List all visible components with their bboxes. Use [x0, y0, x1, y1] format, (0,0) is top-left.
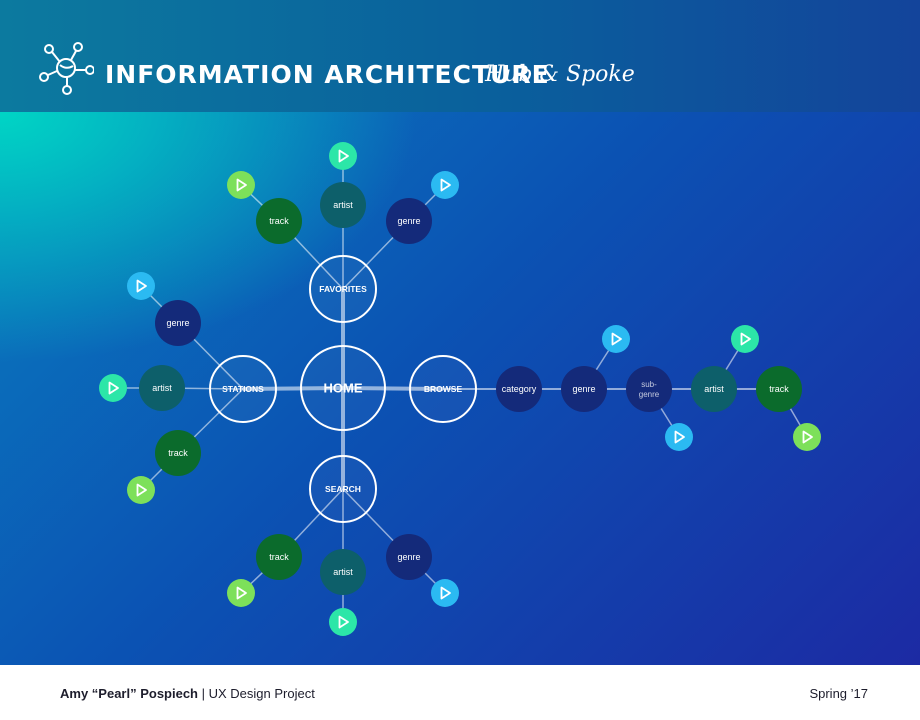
favorites-track-node[interactable]	[256, 198, 302, 244]
footer-term: Spring ’17	[809, 686, 868, 701]
stations-label: STATIONS	[222, 384, 264, 394]
browse-category-label: category	[502, 384, 537, 394]
search-artist-label: artist	[333, 567, 353, 577]
play-icon[interactable]	[665, 423, 693, 451]
favorites-label: FAVORITES	[319, 284, 367, 294]
favorites-genre-node[interactable]	[386, 198, 432, 244]
hub-spoke-line	[342, 386, 444, 391]
search-artist-node[interactable]	[320, 549, 366, 595]
search-node[interactable]	[309, 455, 377, 523]
browse-track-node[interactable]	[756, 366, 802, 412]
footer-band	[0, 665, 920, 720]
browse-track-label: track	[769, 384, 789, 394]
header-band	[0, 0, 920, 112]
play-icon[interactable]	[431, 579, 459, 607]
footer-credit: Amy “Pearl” Pospiech | UX Design Project	[60, 686, 315, 701]
play-icon[interactable]	[602, 325, 630, 353]
search-genre-label: genre	[397, 552, 420, 562]
network-hub-icon	[39, 42, 94, 95]
project-label: | UX Design Project	[198, 686, 315, 701]
browse-artist-node[interactable]	[691, 366, 737, 412]
browse-sub-genre-label: sub-genre	[639, 380, 660, 399]
browse-artist-label: artist	[704, 384, 724, 394]
search-track-label: track	[269, 552, 289, 562]
favorites-track-label: track	[269, 216, 289, 226]
search-label: SEARCH	[325, 484, 361, 494]
stations-genre-node[interactable]	[155, 300, 201, 346]
hub-spoke-line	[242, 386, 344, 391]
play-icon[interactable]	[329, 142, 357, 170]
play-icon[interactable]	[127, 476, 155, 504]
page-title: INFORMATION ARCHITECTURE	[105, 60, 550, 89]
play-icon[interactable]	[227, 171, 255, 199]
stations-node[interactable]	[209, 355, 277, 423]
stations-track-label: track	[168, 448, 188, 458]
stations-artist-label: artist	[152, 383, 172, 393]
play-icon[interactable]	[731, 325, 759, 353]
page-subtitle: Hub & Spoke	[485, 62, 635, 87]
favorites-artist-node[interactable]	[320, 182, 366, 228]
play-icon[interactable]	[329, 608, 357, 636]
stations-track-node[interactable]	[155, 430, 201, 476]
favorites-genre-label: genre	[397, 216, 420, 226]
home-node[interactable]	[300, 345, 386, 431]
author-name: Amy “Pearl” Pospiech	[60, 686, 198, 701]
favorites-node[interactable]	[309, 255, 377, 323]
home-label: HOME	[324, 381, 363, 396]
browse-genre-node[interactable]	[561, 366, 607, 412]
browse-label: BROWSE	[424, 384, 463, 394]
play-icon[interactable]	[431, 171, 459, 199]
browse-sub-genre-node[interactable]	[626, 366, 672, 412]
stations-artist-node[interactable]	[139, 365, 185, 411]
browse-category-node[interactable]	[496, 366, 542, 412]
play-icon[interactable]	[227, 579, 255, 607]
stations-genre-label: genre	[166, 318, 189, 328]
favorites-artist-label: artist	[333, 200, 353, 210]
search-track-node[interactable]	[256, 534, 302, 580]
browse-genre-label: genre	[572, 384, 595, 394]
play-icon[interactable]	[127, 272, 155, 300]
play-icon[interactable]	[99, 374, 127, 402]
play-icon[interactable]	[793, 423, 821, 451]
browse-node[interactable]	[409, 355, 477, 423]
search-genre-node[interactable]	[386, 534, 432, 580]
